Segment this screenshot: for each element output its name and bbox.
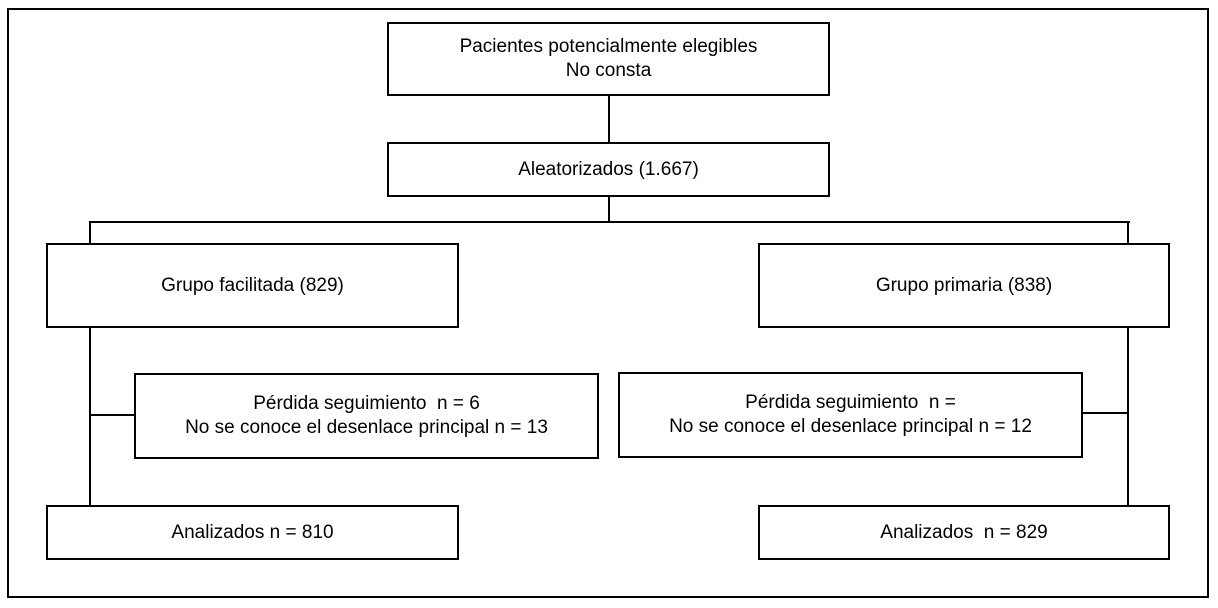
loss-left-box: Pérdida seguimiento n = 6 No se conoce e… bbox=[134, 373, 599, 459]
group-primary-box: Grupo primaria (838) bbox=[758, 243, 1170, 328]
connector-left-trunk bbox=[89, 327, 91, 506]
analyzed-right-label: Analizados n = 829 bbox=[880, 521, 1048, 543]
connector-branch-horizontal bbox=[89, 221, 1130, 223]
analyzed-right-box: Analizados n = 829 bbox=[758, 505, 1170, 560]
eligible-patients-label: Pacientes potencialmente elegibles bbox=[459, 36, 758, 57]
connector-branch-left-drop bbox=[89, 221, 91, 244]
loss-right-followup: Pérdida seguimiento n = bbox=[745, 392, 956, 413]
connector-eligible-randomized bbox=[608, 95, 610, 143]
analyzed-left-box: Analizados n = 810 bbox=[46, 505, 459, 560]
diagram-frame bbox=[7, 8, 1209, 598]
connector-right-trunk bbox=[1127, 327, 1129, 506]
randomized-label: Aleatorizados (1.667) bbox=[518, 158, 699, 180]
loss-right-outcome: No se conoce el desenlace principal n = … bbox=[669, 416, 1032, 437]
loss-left-outcome: No se conoce el desenlace principal n = … bbox=[185, 417, 548, 438]
group-primary-label: Grupo primaria (838) bbox=[875, 274, 1053, 296]
connector-left-loss bbox=[89, 414, 136, 416]
analyzed-left-label: Analizados n = 810 bbox=[171, 521, 334, 543]
randomized-box: Aleatorizados (1.667) bbox=[387, 142, 830, 197]
connector-right-loss bbox=[1081, 412, 1129, 414]
eligible-patients-box: Pacientes potencialmente elegibles No co… bbox=[387, 22, 830, 96]
loss-right-box: Pérdida seguimiento n = No se conoce el … bbox=[618, 372, 1083, 458]
connector-randomized-branch bbox=[608, 196, 610, 222]
group-facilitated-label: Grupo facilitada (829) bbox=[161, 274, 344, 296]
connector-branch-right-drop bbox=[1127, 221, 1129, 244]
loss-left-followup: Pérdida seguimiento n = 6 bbox=[253, 393, 480, 414]
group-facilitated-box: Grupo facilitada (829) bbox=[46, 243, 459, 328]
eligible-patients-count: No consta bbox=[565, 60, 652, 81]
